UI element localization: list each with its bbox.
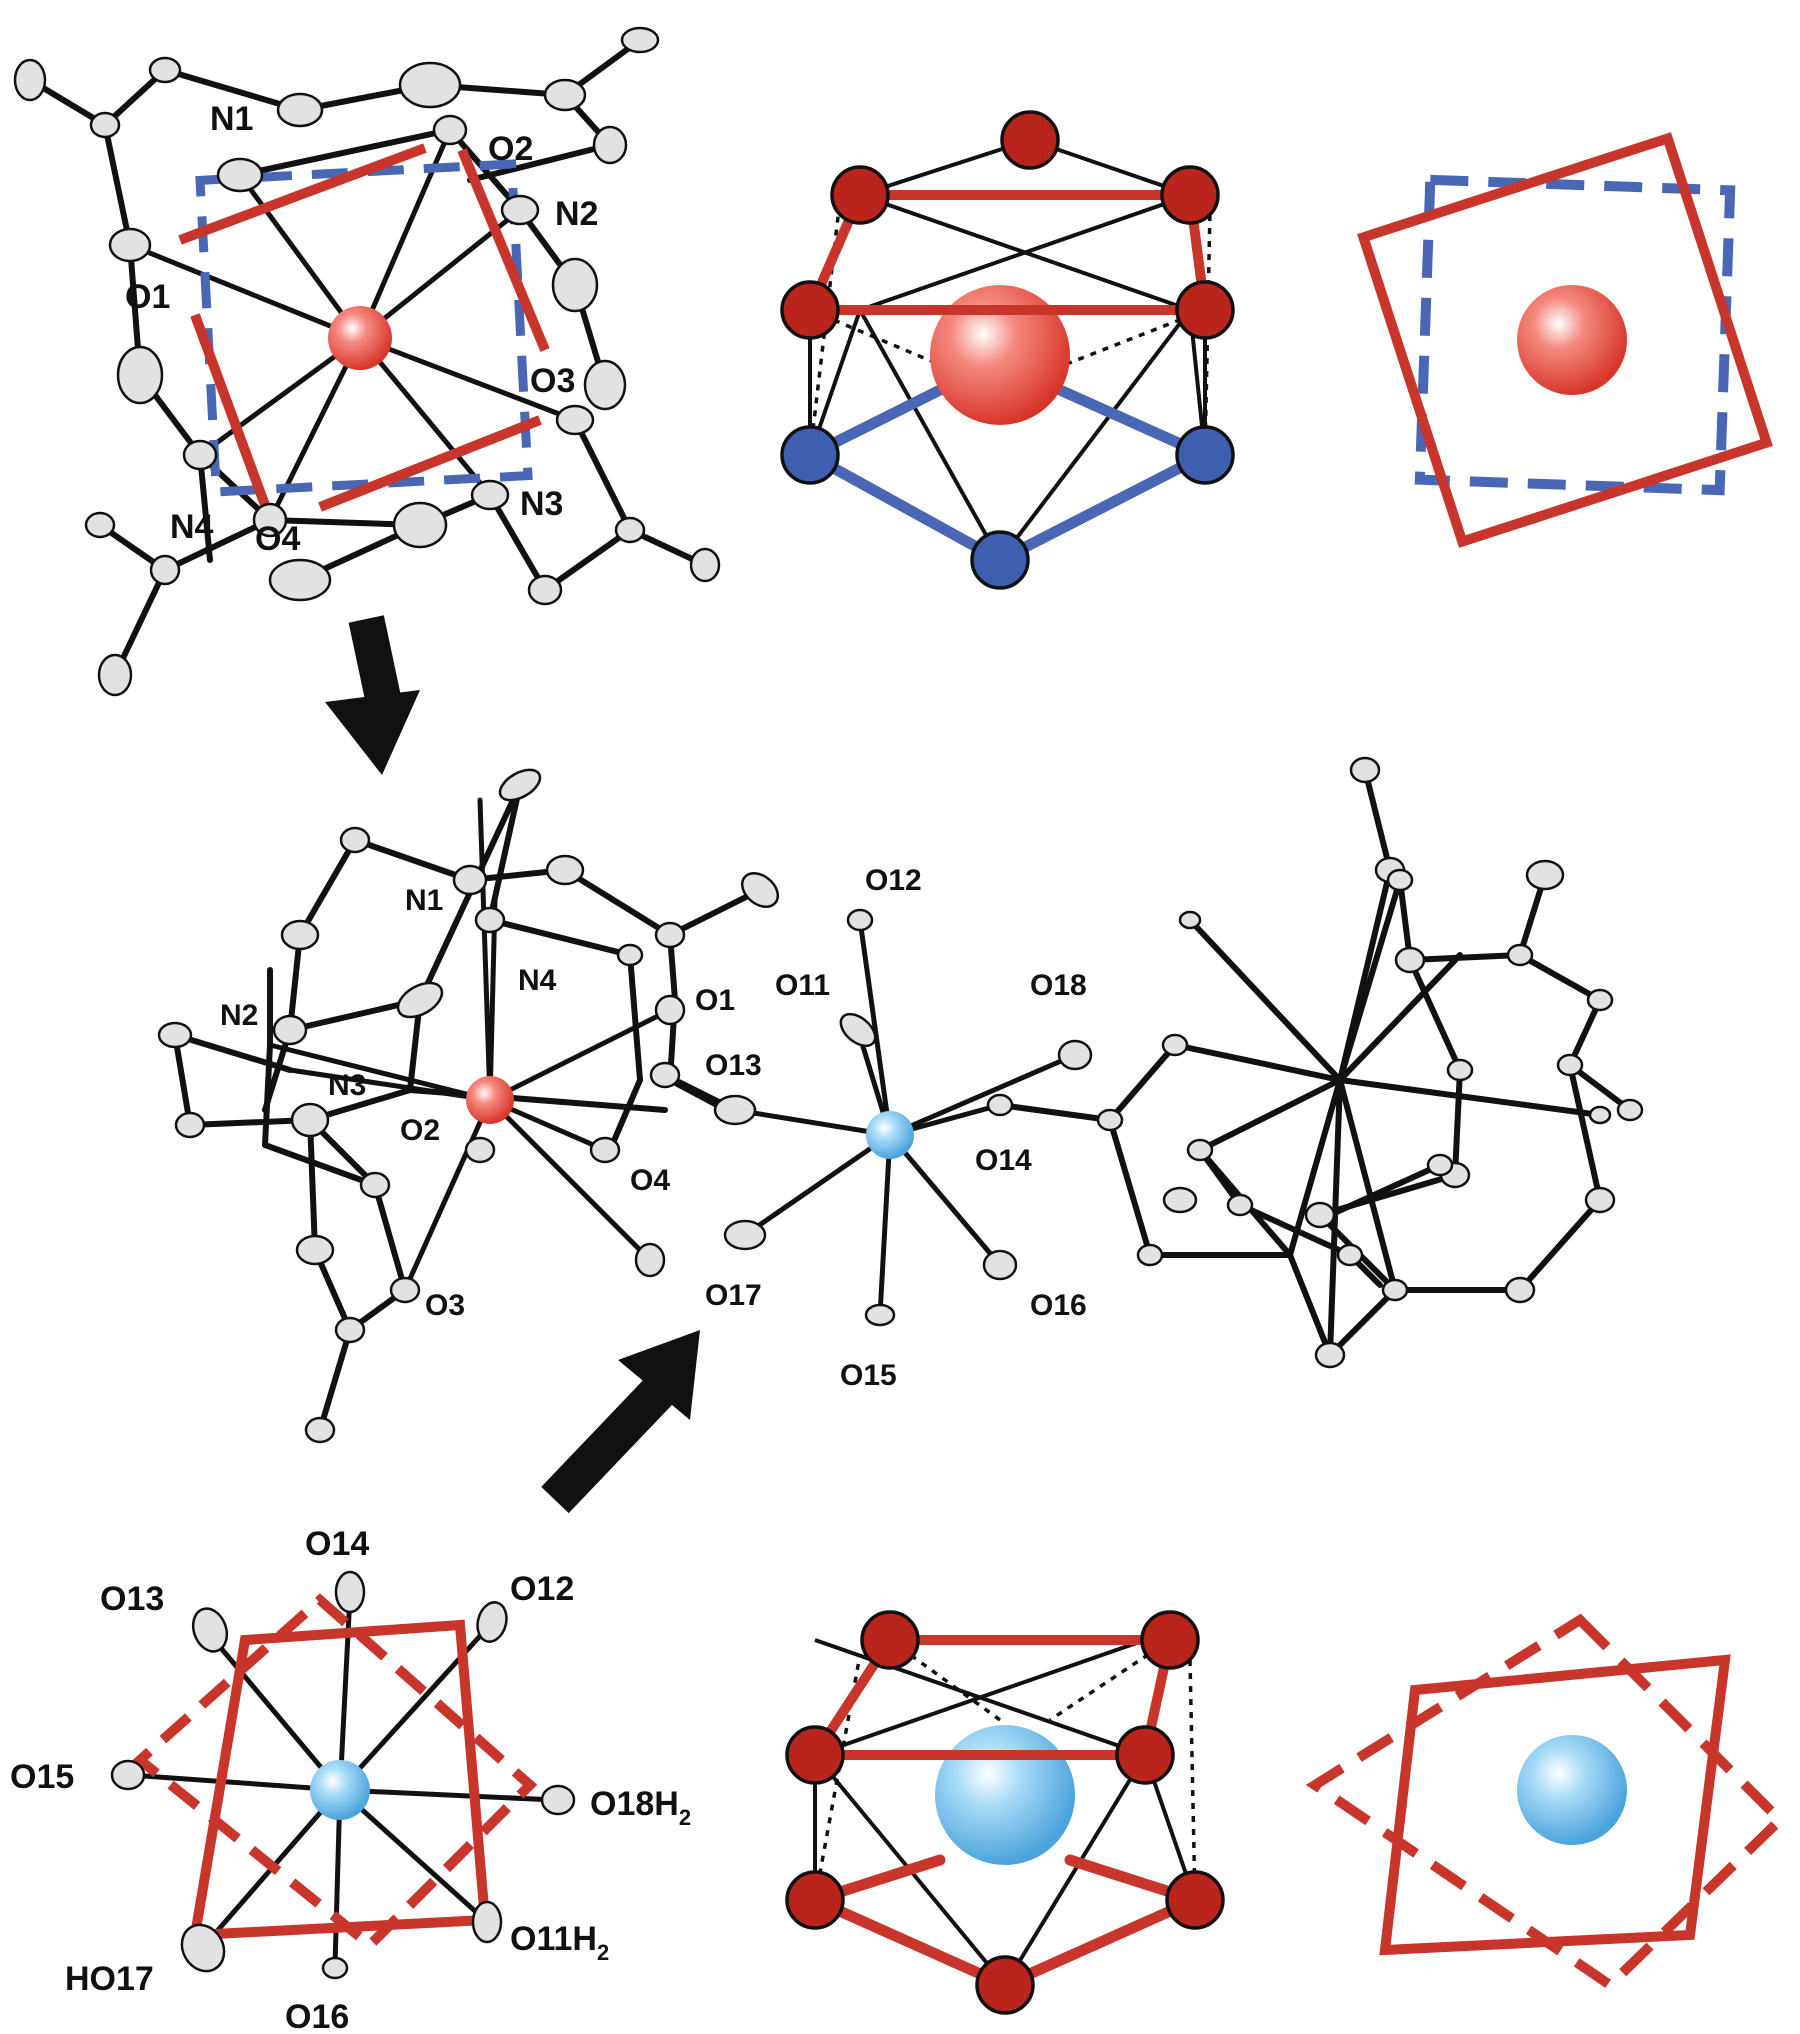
middle-central-metal-center (866, 1111, 914, 1159)
top-polyhedron-vertices (780, 110, 1235, 590)
bottom-polyhedron-metal-center (935, 1725, 1075, 1865)
top-polyhedron (780, 110, 1235, 590)
bottom-ortep-red-dashed-square (132, 1593, 538, 1952)
top-ortep-red-square (178, 143, 550, 512)
up-right-arrow-icon (541, 1330, 700, 1514)
bottom-squares-metal-center (1517, 1735, 1627, 1845)
middle-label: N1 (405, 884, 443, 917)
middle-structure: N1 N4 O1 N2 O13 N3 O2 O4 O3 O12 O11 O18 … (157, 756, 1644, 1444)
middle-label: O3 (425, 1289, 465, 1322)
middle-label: O17 (705, 1279, 762, 1312)
top-ortep-label: N3 (520, 485, 563, 523)
bottom-ortep-label-o11h2: O11H2 (510, 1920, 609, 1965)
middle-label: O15 (840, 1359, 897, 1392)
top-ortep-label: O1 (125, 278, 170, 316)
top-ortep-label: O2 (488, 130, 533, 168)
bottom-ortep-atoms (110, 1570, 576, 1980)
top-ortep-label: O3 (530, 362, 575, 400)
middle-label: N2 (220, 999, 258, 1032)
middle-label: O11 (775, 969, 830, 1002)
top-ortep-label: N4 (170, 508, 214, 546)
bottom-polyhedron-vertices (785, 1610, 1225, 2015)
middle-label: O1 (695, 984, 735, 1017)
bottom-polyhedron (785, 1610, 1225, 2015)
top-ortep-atoms (13, 26, 721, 697)
middle-label: O4 (630, 1164, 670, 1197)
bottom-ortep-label: O12 (510, 1570, 574, 1608)
middle-label: N4 (518, 964, 557, 997)
bottom-antiprism-squares (1305, 1613, 1788, 1992)
bottom-ortep-metal-center (310, 1760, 370, 1820)
bottom-ortep-label: O16 (285, 1998, 349, 2034)
middle-left-metal-center (466, 1076, 514, 1124)
top-ortep-label: N1 (210, 100, 253, 138)
top-ortep-label: O4 (255, 520, 300, 558)
top-ortep-structure: N1 O2 N2 O1 O3 N4 O4 N3 (13, 26, 721, 697)
top-polyhedron-metal-center (930, 285, 1070, 425)
top-squares-metal-center (1517, 285, 1627, 395)
middle-label: O13 (705, 1049, 762, 1082)
bottom-ortep-label-o18h2: O18H2 (590, 1785, 691, 1830)
top-ortep-label: N2 (555, 195, 598, 233)
top-ortep-metal-center (328, 306, 392, 370)
bottom-ortep-label: O13 (100, 1580, 164, 1618)
middle-label: O14 (975, 1144, 1032, 1177)
middle-label: N3 (328, 1069, 366, 1102)
middle-label: O12 (865, 864, 922, 897)
middle-label: O2 (400, 1114, 440, 1147)
middle-right-bonds (1147, 767, 1633, 1358)
middle-label: O18 (1030, 969, 1087, 1002)
bottom-ortep-structure: O14 O13 O12 O15 O18H2 O11H2 HO17 O16 (10, 1525, 691, 2034)
bottom-ortep-label: HO17 (65, 1960, 154, 1998)
middle-atoms (157, 756, 1644, 1444)
bottom-ortep-label: O14 (305, 1525, 369, 1563)
bottom-ortep-label: O15 (10, 1758, 74, 1796)
down-arrow-icon (325, 615, 420, 775)
middle-label: O16 (1030, 1289, 1087, 1322)
top-antiprism-squares (1357, 132, 1773, 548)
top-ortep-blue-dashed-square (195, 159, 533, 497)
